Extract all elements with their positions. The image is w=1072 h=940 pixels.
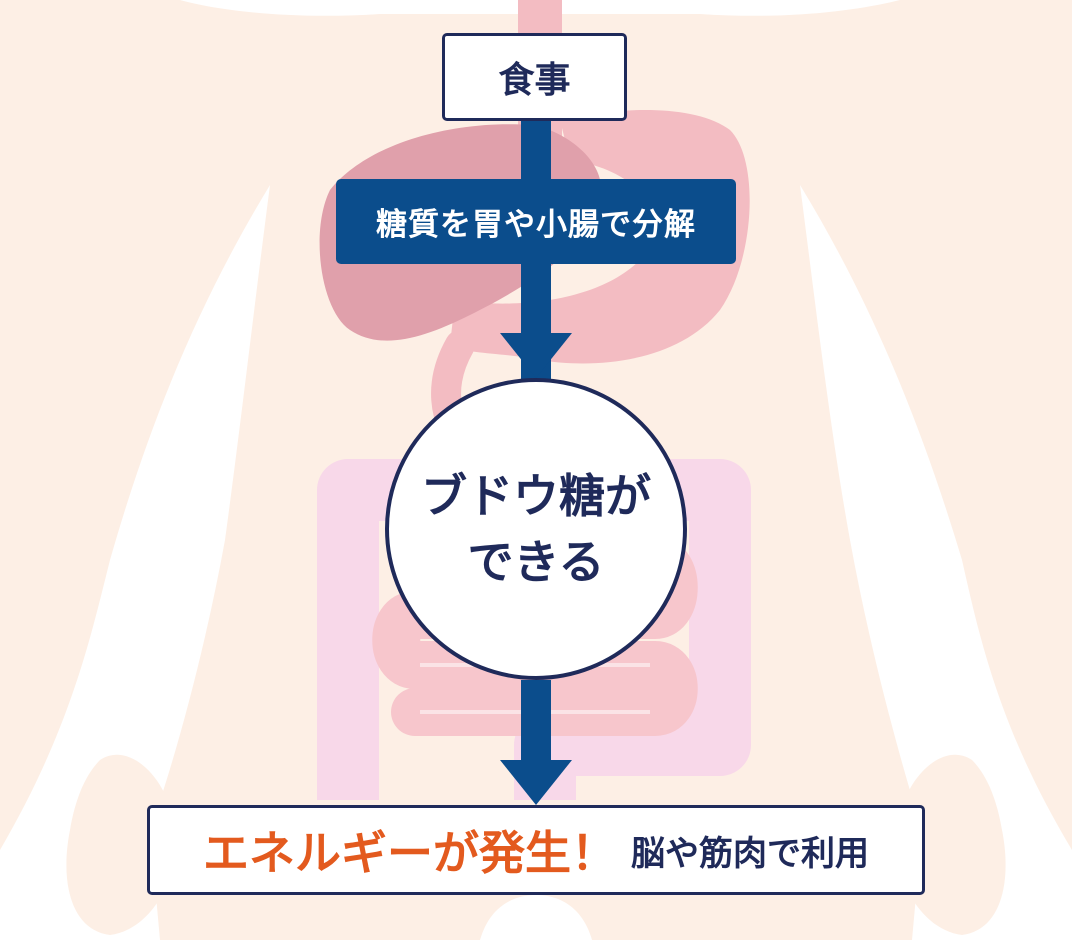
glucose-line-2: できる xyxy=(467,535,605,589)
meal-box: 食事 xyxy=(442,33,627,121)
arrow-shaft-bottom xyxy=(521,680,551,765)
arrow-head-top xyxy=(500,333,572,378)
glucose-circle: ブドウ糖が できる xyxy=(385,378,687,680)
meal-label: 食事 xyxy=(498,60,571,101)
digestion-box: 糖質を胃や小腸で分解 xyxy=(336,179,736,264)
digestion-label: 糖質を胃や小腸で分解 xyxy=(376,207,696,243)
glucose-line-1: ブドウ糖が xyxy=(421,469,651,523)
pelvis-gap xyxy=(480,895,592,940)
right-arm-gap xyxy=(800,185,1072,940)
energy-main-label: エネルギーが発生！ xyxy=(203,826,617,880)
left-arm-gap xyxy=(0,185,270,940)
energy-box: エネルギーが発生！ 脳や筋肉で利用 xyxy=(147,805,925,895)
energy-sub-label: 脳や筋肉で利用 xyxy=(631,833,869,874)
arrow-head-bottom xyxy=(500,760,572,805)
stomach xyxy=(450,110,750,364)
